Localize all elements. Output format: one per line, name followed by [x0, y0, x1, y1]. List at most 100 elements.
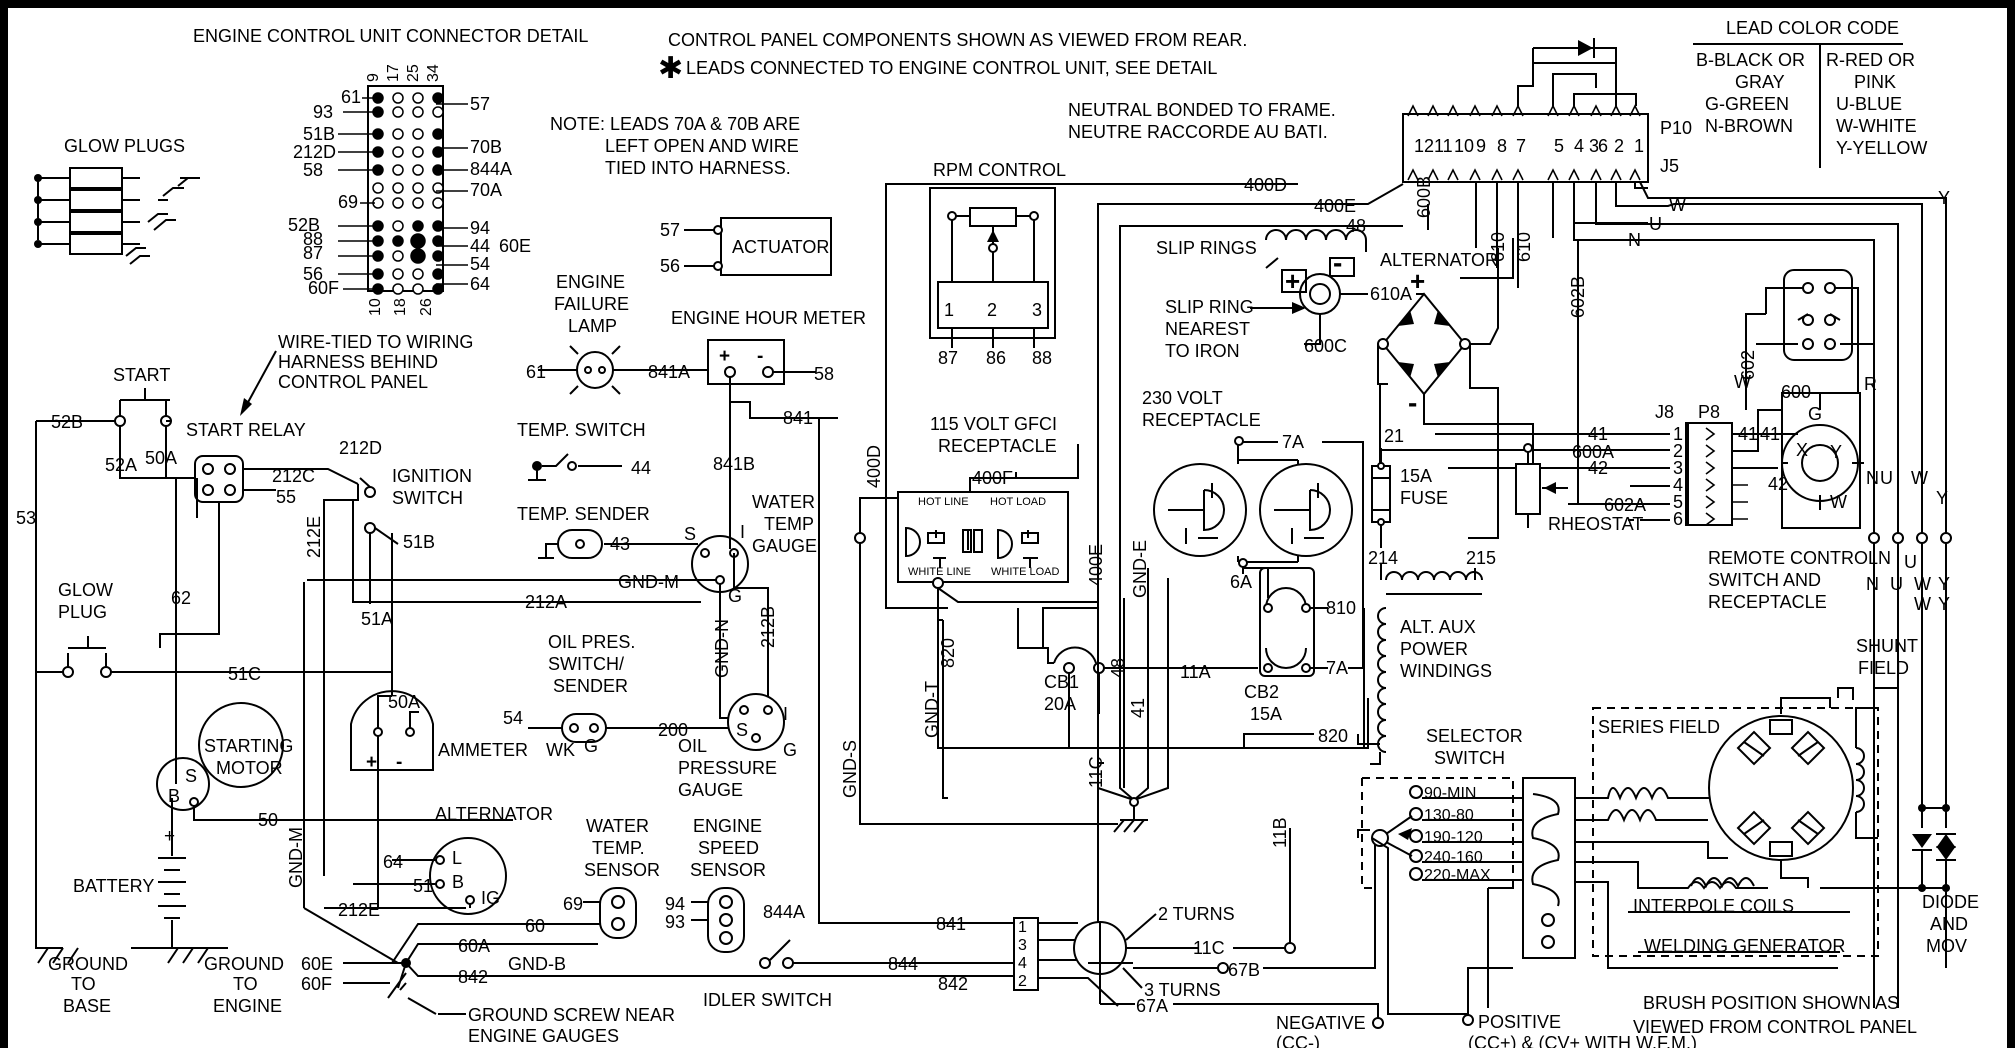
svg-text:2: 2 — [1018, 973, 1027, 990]
svg-text:44: 44 — [470, 236, 490, 256]
ecu-pin-dot — [412, 128, 424, 140]
svg-text:54: 54 — [503, 708, 523, 728]
svg-text:LAMP: LAMP — [568, 316, 617, 336]
lead-602b: 602B — [1568, 240, 1588, 488]
svg-text:115 VOLT GFCI: 115 VOLT GFCI — [930, 414, 1057, 434]
svg-text:10: 10 — [367, 298, 384, 316]
note-asterisk: LEADS CONNECTED TO ENGINE CONTROL UNIT, … — [686, 58, 1217, 78]
svg-text:7A: 7A — [1282, 432, 1304, 452]
engine-alternator: ALTERNATOR L B IG 64 51 212E — [324, 804, 553, 920]
svg-text:25: 25 — [405, 64, 422, 82]
svg-text:GND-T: GND-T — [922, 681, 942, 738]
svg-text:41: 41 — [1738, 424, 1758, 444]
svg-text:214: 214 — [1368, 548, 1398, 568]
ecu-connector: 9 17 25 34 10 18 26 61 93 51B 212D 58 69… — [288, 64, 531, 316]
alt-aux-windings: ALT. AUX POWER WINDINGS 820 — [1243, 571, 1492, 765]
slip-rings: SLIP RINGS + - SLIP RING NEAREST TO IRON… — [1156, 229, 1424, 361]
svg-text:41: 41 — [1128, 698, 1148, 718]
svg-text:TO: TO — [233, 974, 258, 994]
svg-text:1: 1 — [1673, 424, 1683, 444]
svg-text:610A: 610A — [1370, 284, 1412, 304]
svg-text:N: N — [1866, 468, 1879, 488]
svg-text:215: 215 — [1466, 548, 1496, 568]
svg-text:94: 94 — [665, 894, 685, 914]
svg-text:AMMETER: AMMETER — [438, 740, 528, 760]
note-70-line2: LEFT OPEN AND WIRE — [605, 136, 799, 156]
svg-text:OIL PRES.: OIL PRES. — [548, 632, 635, 652]
svg-text:6: 6 — [1598, 136, 1608, 156]
svg-text:+: + — [1285, 266, 1300, 296]
svg-text:8: 8 — [1497, 136, 1507, 156]
svg-text:88: 88 — [1032, 348, 1052, 368]
svg-text:17: 17 — [385, 64, 402, 82]
ecu-pin-dot — [392, 128, 404, 140]
svg-text:+: + — [1410, 266, 1425, 296]
svg-text:51B: 51B — [403, 532, 435, 552]
ecu-pin-dot — [392, 92, 404, 104]
glow-plug-4-icon — [34, 233, 150, 265]
svg-text:G: G — [728, 586, 742, 606]
svg-text:START: START — [113, 365, 170, 385]
svg-text:CONTROL PANEL: CONTROL PANEL — [278, 372, 428, 392]
ecu-pin-dot — [432, 92, 444, 104]
svg-text:STARTING: STARTING — [204, 736, 293, 756]
rheostat: RHEOSTAT — [1515, 443, 1643, 534]
svg-text:B: B — [452, 872, 464, 892]
svg-text:L: L — [452, 848, 462, 868]
ecu-pin-dot — [392, 220, 404, 232]
svg-text:U: U — [1649, 214, 1662, 234]
svg-text:42: 42 — [1588, 458, 1608, 478]
svg-text:Y: Y — [1830, 442, 1842, 462]
ecu-pin-dot — [432, 235, 444, 247]
svg-text:GND-B: GND-B — [508, 954, 566, 974]
svg-text:15A: 15A — [1250, 704, 1282, 724]
svg-text:7A: 7A — [1326, 658, 1348, 678]
j5-right-wires: Y W U N — [1573, 181, 1950, 468]
svg-text:GND-N: GND-N — [712, 619, 732, 678]
svg-text:TEMP. SWITCH: TEMP. SWITCH — [517, 420, 646, 440]
svg-text:W: W — [1830, 492, 1847, 512]
svg-text:ENGINE: ENGINE — [693, 816, 762, 836]
svg-text:61: 61 — [341, 87, 361, 107]
water-temp-sensor: WATER TEMP. SENSOR 69 — [558, 816, 660, 939]
svg-text:3: 3 — [1032, 300, 1042, 320]
asterisk-icon: ✱ — [658, 52, 683, 85]
ecu-pin-dot — [392, 235, 404, 247]
ecu-pin-dot — [392, 182, 404, 194]
svg-text:CB2: CB2 — [1244, 682, 1279, 702]
svg-text:400D: 400D — [1244, 175, 1287, 195]
ecu-pin-dot — [392, 146, 404, 158]
svg-text:Y-YELLOW: Y-YELLOW — [1836, 138, 1927, 158]
svg-text:841B: 841B — [713, 454, 755, 474]
svg-text:TEMP. SENDER: TEMP. SENDER — [517, 504, 650, 524]
svg-text:43: 43 — [610, 534, 630, 554]
svg-text:610: 610 — [1514, 232, 1534, 262]
svg-text:W-WHITE: W-WHITE — [1836, 116, 1917, 136]
svg-text:WATER: WATER — [752, 492, 815, 512]
svg-text:-: - — [1408, 387, 1417, 418]
svg-text:20A: 20A — [1044, 694, 1076, 714]
ecu-pin-dot — [432, 106, 444, 118]
svg-text:B-BLACK OR: B-BLACK OR — [1696, 50, 1805, 70]
svg-text:GLOW: GLOW — [58, 580, 113, 600]
svg-text:600A: 600A — [1572, 442, 1614, 462]
svg-text:69: 69 — [338, 192, 358, 212]
svg-text:2: 2 — [1614, 136, 1624, 156]
svg-text:64: 64 — [470, 274, 490, 294]
svg-text:SWITCH: SWITCH — [392, 488, 463, 508]
svg-text:R: R — [1864, 374, 1877, 394]
svg-text:58: 58 — [303, 160, 323, 180]
svg-text:844A: 844A — [470, 159, 512, 179]
svg-text:DIODE: DIODE — [1922, 892, 1979, 912]
glow-plugs: GLOW PLUGS — [34, 136, 200, 265]
battery: BATTERY + GROUND TO BASE GROUND TO ENGIN… — [35, 826, 284, 1016]
svg-text:MOTOR: MOTOR — [216, 758, 283, 778]
svg-text:I: I — [783, 704, 788, 724]
svg-text:810: 810 — [1326, 598, 1356, 618]
svg-text:1: 1 — [944, 300, 954, 320]
svg-text:3: 3 — [1018, 937, 1027, 954]
svg-text:U-BLUE: U-BLUE — [1836, 94, 1902, 114]
neutral-note-fr: NEUTRE RACCORDE AU BATI. — [1068, 122, 1328, 142]
remote-nuwy-wires: U W Y N N U W Y U W Y N REMOTE CONTROL S… — [1708, 468, 1952, 1008]
svg-text:3: 3 — [1589, 136, 1599, 156]
